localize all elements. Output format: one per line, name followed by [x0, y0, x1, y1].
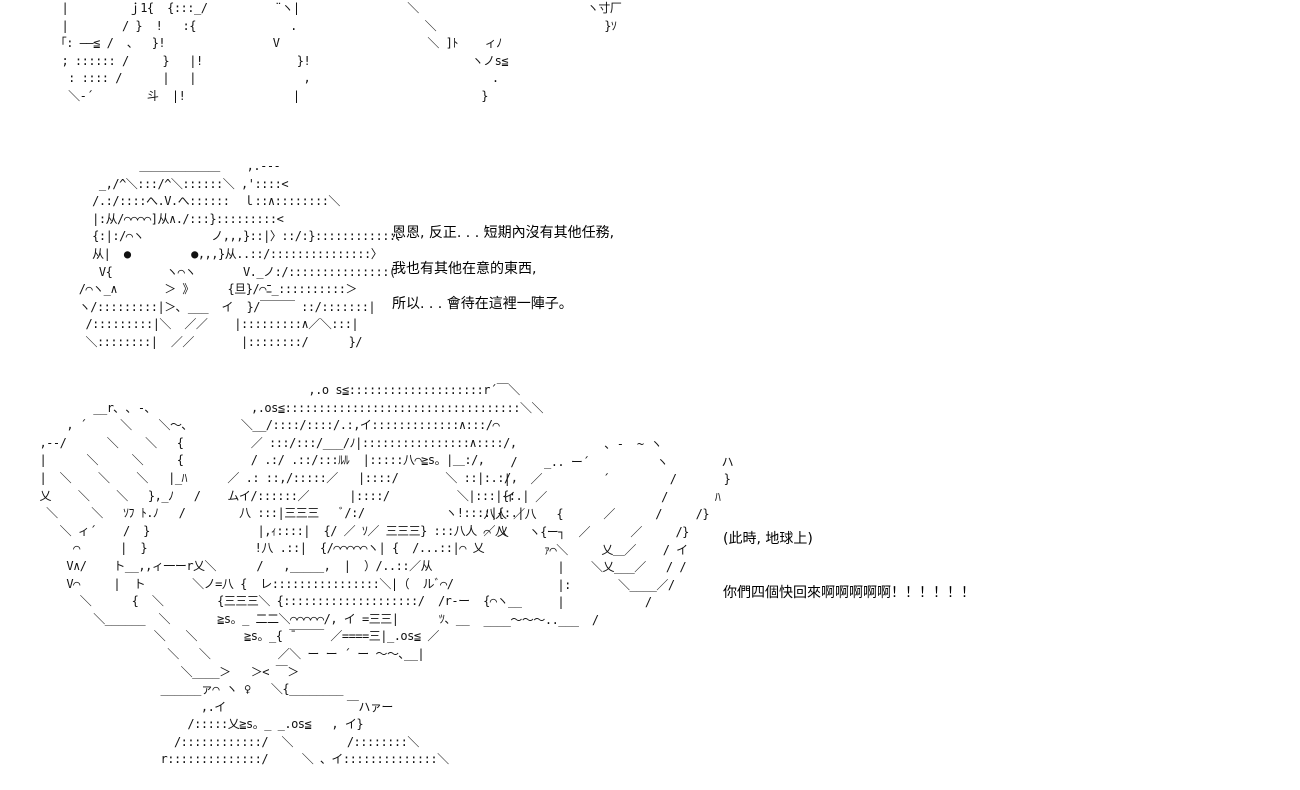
ascii-art-line: ＼______ ＼ ≧s。_ 二二＼⌒⌒⌒⌒⌒/, イ =三三| ﾂ、__ [26, 611, 470, 626]
ascii-art-line: ⌒ 乂 ヽ{ー┐ ／ ／ /} [470, 524, 689, 539]
dialogue-line-3: 所以. . . 會待在這裡一陣子。 [392, 296, 573, 312]
ascii-art-line: ____〜〜～..___ / [470, 612, 599, 627]
ascii-art-line: イ ／ / ﾊ [470, 489, 721, 504]
ascii-art-line: ⌒ | } !八 .::| {/⌒⌒⌒⌒⌒ヽ| { /...::|⌒ 乂 [26, 541, 485, 556]
ascii-art-line: | ＼ ＼ { / .:/ .::/:::ﾙﾙ |:::::八⌒≧s。|＿:/, [26, 453, 485, 468]
ascii-art-line: ＼ ＼ ｿﾌ ﾄ.ﾉ / 八 :::|三三三 ﾞ/:/ ヽ!::::|{:.| [26, 506, 525, 521]
ascii-art-line: | ／ ´ / } [470, 472, 731, 487]
dialogue-line-2: 我也有其他在意的東西, [392, 261, 537, 277]
ascii-art-line: /.:/::::へ.V.へ:::::: ｌ::∧::::::::＼ [72, 194, 340, 209]
ascii-art-line: ______ァ⌒ ヽ ♀ ＼{________ [26, 682, 343, 697]
ascii-art-line: {:|:/⌒ヽ ノ,,,}::|〉::/:}::::::::::::､ [72, 229, 402, 244]
ascii-art-line: V⌒ | ト ＼ノ=八 { レ::::::::::::::::＼|（ ルﾞ⌒/ [26, 576, 454, 591]
narration-scene: (此時, 地球上) [723, 531, 813, 547]
ascii-art-line: r::::::::::::::/ ＼ 、イ::::::::::::::＼ [26, 752, 449, 767]
ascii-art-line: / _.. ー´ ヽ ハ [470, 454, 734, 469]
ascii-art-line: ＼ { ＼ {三三三＼ {::::::::::::::::::::/ /r‐ー … [26, 594, 522, 609]
ascii-art-line: ＼ ＼ ≧s。_{ ̄￣￣￣ ／====三|_.os≦ ／ [26, 629, 440, 644]
ascii-art-line: /:::::::::|＼ ／／ |:::::::::∧／＼:::| [72, 317, 359, 332]
ascii-art-line: /⌒ヽ_∧ ＞ 》 {旦}/⌒ﾆ_::::::::::＞ [72, 282, 358, 297]
ascii-art-line: /:::::乂≧s。_ _.os≦ , イ} [26, 717, 364, 732]
ascii-art-line: | / [470, 595, 652, 610]
ascii-art-line: | ＼乂___／ / / [470, 560, 687, 575]
ascii-art-line: | ＼ ＼ ＼ |_ﾊ ／ .: ::,/:::::／ |::::/ ＼ ::|… [26, 470, 518, 485]
ascii-art-line: 「: ――≦ / 、 }! V ＼ ]ﾄ ィﾉ [48, 36, 503, 51]
ascii-art-line: ＼-´ 斗 |! | } [48, 88, 488, 103]
ascii-art-line: ; :::::: / } |! }! ヽノs≦ [48, 53, 509, 68]
ascii-art-line: ,-‐/ ＼ ＼ { ／ :::/:::/___/ﾉ|:::::::::::::… [26, 435, 517, 450]
ascii-art-fighting-character: ,.o s≦::::::::::::::::::::r´￣＼ __r､ ､ -､… [26, 382, 543, 769]
ascii-art-line: , ´ ＼ ＼～､ ＼__/::::/::::/.:,イ::::::::::::… [26, 418, 500, 433]
ascii-art-line: |: ＼____／/ [470, 577, 675, 592]
ascii-art-line: ,.イ ￣ハァー [26, 699, 394, 714]
ascii-art-line: V∧/ ト__,,ィ一ーr乂＼ / ,_____, | ）/..::／从 [26, 558, 433, 573]
ascii-art-line: /::::::::::::/ ＼ /::::::::＼ [26, 734, 419, 749]
narration-shout: 你們四個快回來啊啊啊啊啊！！！！！！ [723, 585, 975, 601]
ascii-art-line: 八人 ／八 { ／ / /} [470, 507, 710, 522]
ascii-art-line: V{ ヽ⌒ヽ V._ノ:/:::::::::::::::( [72, 264, 396, 279]
ascii-art-line: _,/^＼:::/^＼::::::＼ ,'::::< [72, 176, 289, 191]
ascii-art-line: |:从/⌒⌒⌒⌒]从∧./:::}:::::::::< [72, 211, 284, 226]
ascii-art-line: 从| ● ●,,,}从..::/:::::::::::::::〉 [72, 246, 383, 261]
ascii-art-line: : :::: / | | , . [48, 71, 499, 86]
ascii-art-line: ＿＿＿＿＿＿＿ ,.--- [72, 159, 281, 173]
ascii-art-fist: ､ ‐ ~ ヽ / _.. ー´ ヽ ハ | ／ ´ / } イ ／ / ﾊ 八… [470, 436, 733, 630]
ascii-art-line: ＼::::::::| ／／ |::::::::/ }/ [72, 334, 363, 349]
ascii-art-line: ｧ⌒＼ 乂＿／ / イ [470, 542, 688, 557]
dialogue-line-1: 恩恩, 反正. . . 短期內沒有其他任務, [392, 225, 615, 241]
ascii-art-line: ヽ/:::::::::|＞､ ___ イ }/￣￣￣ ::/:::::::| [72, 299, 376, 314]
ascii-art-top: | ｊ1{ {:::_/ ¨ヽ| ＼ ヽ寸厂 | / } ! :{ . ＼ }ｿ… [48, 0, 622, 106]
ascii-art-line: ､ ‐ ~ ヽ [470, 437, 662, 451]
ascii-art-line: ＼____＞ ＞< ￣＞ [26, 664, 300, 679]
ascii-art-line: | / } ! :{ . ＼ }ｿ [48, 18, 617, 33]
ascii-art-line: ＼ ＼ ／＼ ー ー ´ ー 〜～､__| [26, 646, 425, 661]
ascii-art-line: 乂 ＼ ＼ },_ﾉ / ムイ/::::::／ |::::/ ＼|:::|{:.… [26, 488, 529, 503]
ascii-art-line: ,.o s≦::::::::::::::::::::r´￣＼ [26, 383, 520, 397]
ascii-art-line: | ｊ1{ {:::_/ ¨ヽ| ＼ ヽ寸厂 [48, 1, 622, 15]
ascii-art-line: ＼ ィ´ / } |,ｨ::::| {/ ／ ｿ／ 三三三} :::八人 ／八 [26, 523, 507, 538]
ascii-art-face-character: ＿＿＿＿＿＿＿ ,.--- _,/^＼:::/^＼::::::＼ ,'::::<… [72, 158, 402, 352]
ascii-art-line: __r､ ､ -､ ,.os≦:::::::::::::::::::::::::… [26, 400, 543, 415]
